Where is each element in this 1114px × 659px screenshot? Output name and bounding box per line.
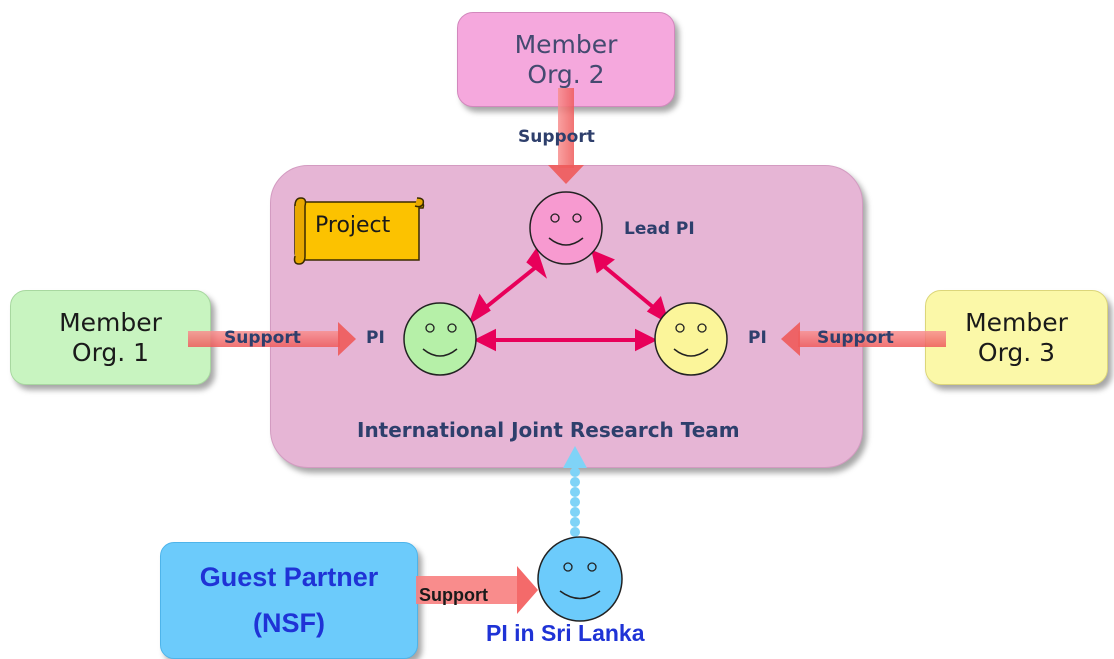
pi-left-face-icon (403, 302, 477, 376)
member-org-2-line1: Member (514, 29, 618, 59)
pi-sri-lanka-face-icon (537, 536, 623, 622)
dotted-arrow-up (563, 446, 587, 537)
pi-right-face-icon (654, 302, 728, 376)
member-org-2-line2: Org. 2 (527, 59, 605, 89)
support-label-left: Support (224, 328, 301, 348)
support-label-top: Support (518, 127, 595, 147)
support-label-guest: Support (419, 585, 488, 605)
support-label-right: Support (817, 328, 894, 348)
member-org-1-line2: Org. 1 (71, 337, 150, 367)
scroll-icon (293, 197, 425, 265)
guest-partner-line1: Guest Partner (199, 561, 379, 592)
project-label: Project (315, 213, 391, 238)
member-org-1-line1: Member (59, 307, 162, 337)
project-scroll: Project (289, 196, 425, 266)
team-name-label: International Joint Research Team (357, 418, 740, 442)
pi-left-label: PI (366, 328, 385, 348)
member-org-3-box: Member Org. 3 (925, 290, 1108, 385)
guest-partner-line2: (NSF) (253, 607, 325, 638)
lead-pi-label: Lead PI (624, 219, 695, 239)
member-org-3-line2: Org. 3 (977, 337, 1056, 367)
lead-pi-face-icon (529, 191, 603, 265)
support-arrow-guest (416, 566, 538, 614)
support-arrow-top (548, 88, 584, 184)
member-org-3-line1: Member (965, 307, 1068, 337)
support-arrow-left (188, 322, 356, 356)
support-arrow-right (781, 322, 946, 356)
pi-sri-lanka-label: PI in Sri Lanka (486, 620, 645, 646)
pi-right-label: PI (748, 328, 767, 348)
collab-arrows (468, 247, 670, 352)
member-org-1-box: Member Org. 1 (10, 290, 211, 385)
